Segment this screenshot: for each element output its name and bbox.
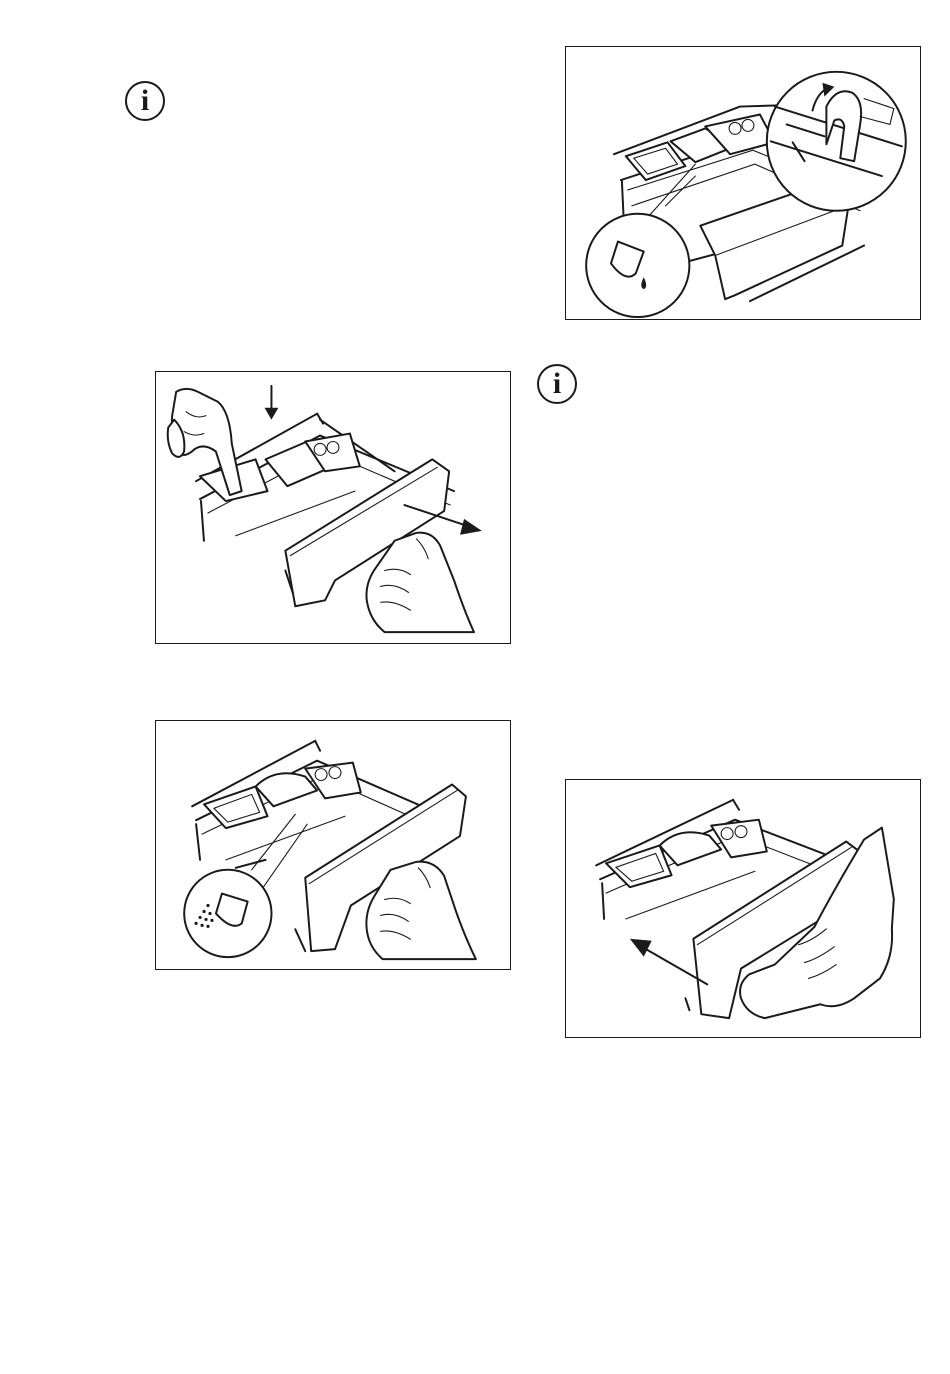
figure-liquid-flap bbox=[565, 46, 921, 320]
info-icon: i bbox=[125, 81, 165, 121]
close-drawer-illustration bbox=[566, 780, 920, 1037]
down-arrow-icon bbox=[265, 386, 279, 420]
powder-compartment-illustration bbox=[156, 721, 510, 969]
pull-drawer-illustration bbox=[156, 372, 510, 643]
figure-pull-drawer bbox=[155, 371, 511, 644]
figure-close-drawer bbox=[565, 779, 921, 1038]
info-icon: i bbox=[537, 364, 577, 404]
dispenser-illustration bbox=[566, 47, 920, 319]
figure-powder-compartment bbox=[155, 720, 511, 970]
